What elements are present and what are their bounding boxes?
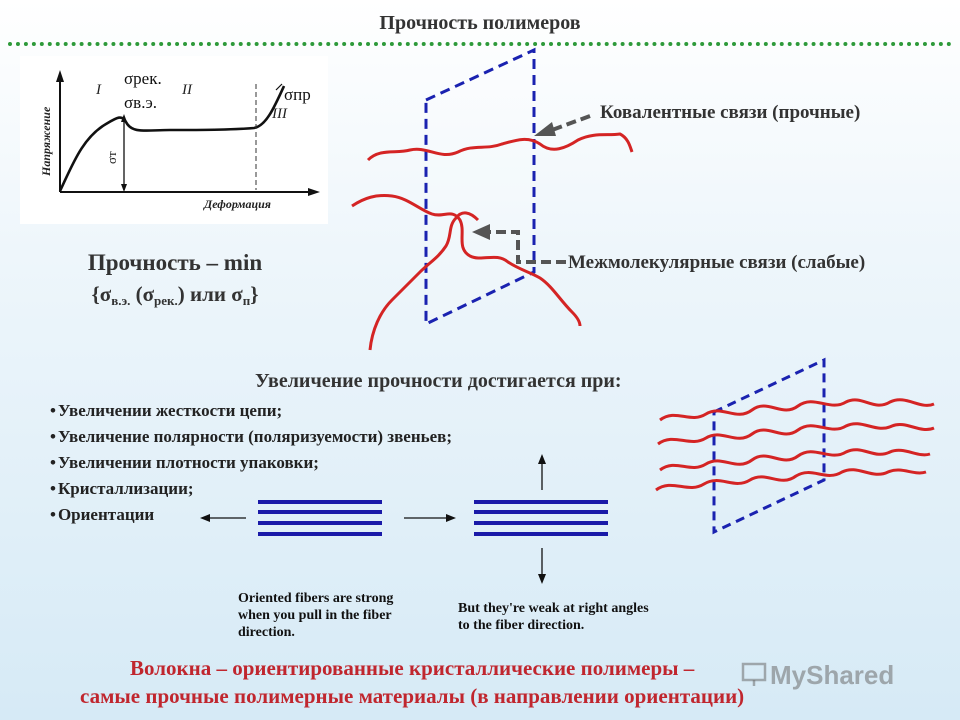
stress-strain-svg: Напряжение Деформация I II III σт σрек. … bbox=[39, 69, 320, 211]
sigma-rek-label: σрек. bbox=[124, 69, 162, 88]
region-label-3: III bbox=[271, 106, 288, 122]
x-axis-arrow bbox=[308, 188, 320, 196]
sigma-t-arrow-bottom bbox=[121, 184, 127, 192]
footer-line-2: самые прочные полимерные материалы (в на… bbox=[80, 684, 745, 708]
formula-part-mid1: (σ bbox=[130, 282, 155, 306]
strength-min-text: Прочность – min bbox=[87, 250, 263, 275]
formula-sub-p: п bbox=[242, 293, 251, 308]
formula-part-mid2: ) или σ bbox=[177, 282, 243, 306]
stress-strain-graph: Напряжение Деформация I II III σт σрек. … bbox=[20, 56, 328, 224]
pull-arrowhead-up bbox=[538, 454, 546, 464]
fiber-bundle-perpendicular bbox=[474, 500, 608, 536]
list-item: Увеличении плотности упаковки; bbox=[50, 450, 452, 476]
strength-min-formula: {σв.э. (σрек.) или σп} bbox=[40, 282, 310, 309]
pull-arrowhead-right bbox=[446, 514, 456, 522]
covalent-arrowhead bbox=[534, 122, 556, 136]
strong-fibers-note: Oriented fibers are strong when you pull… bbox=[238, 591, 394, 640]
list-item: Ориентации bbox=[50, 502, 452, 528]
formula-sub-rek: рек. bbox=[154, 293, 178, 308]
y-axis-arrow bbox=[56, 70, 64, 82]
intermolecular-arrowhead bbox=[472, 224, 490, 240]
title-divider bbox=[8, 42, 952, 46]
watermark: MyShared bbox=[770, 660, 895, 690]
pull-arrowhead-left bbox=[200, 514, 210, 522]
cut-plane bbox=[424, 47, 536, 327]
sigma-pr-label: σпр bbox=[284, 85, 311, 104]
region-label-1: I bbox=[95, 82, 102, 98]
presentation-icon bbox=[741, 662, 767, 686]
sigma-ve-label: σв.э. bbox=[124, 93, 157, 112]
pull-arrowhead-down bbox=[538, 574, 546, 584]
footer-line-1: Волокна – ориентированные кристаллически… bbox=[130, 656, 695, 680]
sigma-pr-pointer bbox=[275, 83, 283, 91]
list-item: Увеличении жесткости цепи; bbox=[50, 398, 452, 424]
polymer-chain-middle bbox=[351, 194, 582, 327]
x-axis-label: Деформация bbox=[203, 197, 271, 211]
sigma-t-arrow-top bbox=[121, 114, 127, 122]
y-axis-label: Напряжение bbox=[39, 106, 53, 177]
weak-fibers-note: But they're weak at right angles to the … bbox=[458, 601, 649, 633]
covalent-bonds-label: Ковалентные связи (прочные) bbox=[600, 102, 861, 123]
oriented-cut-plane bbox=[712, 357, 826, 535]
page-title: Прочность полимеров bbox=[379, 12, 581, 34]
covalent-pointer bbox=[551, 114, 591, 132]
formula-part-open: {σ bbox=[91, 282, 112, 306]
formula-sub-ve: в.э. bbox=[111, 293, 131, 308]
stress-strain-curve bbox=[58, 85, 286, 192]
oriented-chains bbox=[655, 398, 935, 492]
region-label-2: II bbox=[181, 82, 193, 98]
intermolecular-bonds-label: Межмолекулярные связи (слабые) bbox=[568, 252, 866, 273]
list-item: Увеличение полярности (поляризуемости) з… bbox=[50, 424, 452, 450]
intermolecular-pointer bbox=[488, 230, 566, 264]
sigma-t-label: σт bbox=[104, 151, 119, 164]
list-item: Кристаллизации; bbox=[50, 476, 452, 502]
fiber-bundle-pulled bbox=[258, 500, 382, 536]
polymer-chain-top bbox=[366, 132, 634, 162]
increase-title: Увеличение прочности достигается при: bbox=[255, 370, 622, 392]
increase-list: Увеличении жесткости цепи; Увеличение по… bbox=[50, 398, 452, 528]
formula-part-close: } bbox=[250, 282, 259, 306]
polymer-chain-bottom bbox=[368, 211, 480, 351]
